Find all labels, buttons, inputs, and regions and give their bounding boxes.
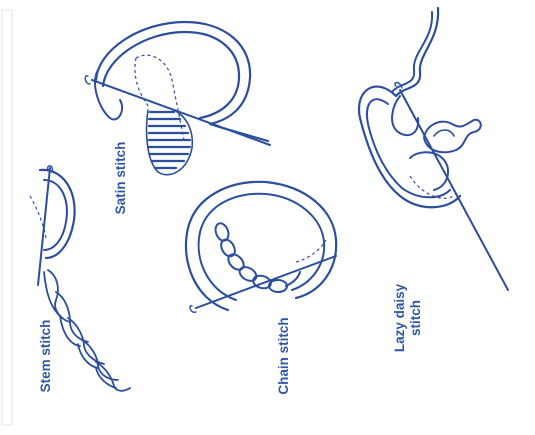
chain-stitch-illustration xyxy=(186,182,336,312)
label-stem-stitch: Stem stitch xyxy=(38,320,53,393)
label-satin-stitch: Satin stitch xyxy=(113,142,128,215)
label-lazy-daisy-line1: Lazy daisy xyxy=(392,283,407,352)
chain-links xyxy=(213,221,287,292)
cropped-heading xyxy=(2,10,12,425)
label-chain-stitch: Chain stitch xyxy=(276,317,291,394)
lazy-daisy-illustration xyxy=(359,8,508,290)
label-lazy-daisy-line2: stitch xyxy=(408,300,423,336)
